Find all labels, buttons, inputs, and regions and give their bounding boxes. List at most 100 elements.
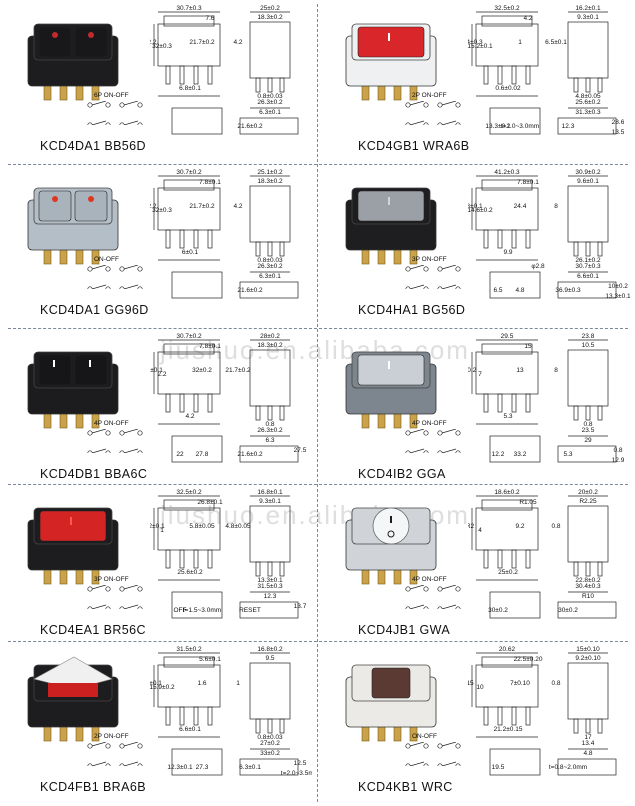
dimension-label: 15 (524, 343, 532, 350)
circuit-symbol (87, 742, 143, 766)
dimension-label: 12.5 (294, 760, 307, 767)
front-view-pin (497, 549, 503, 569)
side-view-pin (267, 241, 273, 257)
dimension-label: 30.4±0.3 (575, 583, 601, 590)
front-view (157, 187, 221, 231)
dimension-label: 26.3±0.2 (257, 99, 283, 106)
side-view (567, 349, 609, 407)
dimension-label: 0.6±0.02 (495, 85, 521, 92)
dimension-label: 31.3±0.3 (575, 109, 601, 116)
side-view-pin (267, 77, 273, 93)
side-view-pin (597, 77, 603, 93)
dimension-label: t=1.5~3.0mm (183, 607, 221, 614)
on-mark (388, 33, 390, 41)
dimension-label: 33.2 (514, 451, 527, 458)
front-view-pin (179, 706, 185, 726)
dimension-label: 31.5±0.2 (176, 646, 202, 653)
technical-drawing: 32.5±0.216.2±0.19.3±0.14.226.4±0.315.2±0… (468, 5, 625, 136)
side-view-pin (255, 561, 261, 577)
model-number: KCD4DA1 GG96D (40, 303, 149, 317)
dimension-label: 7±0.10 (510, 680, 530, 687)
dimension-label: R2.25 (579, 498, 597, 505)
dimension-label: 6.3±0.1 (259, 273, 281, 280)
panel-cutout-side (557, 281, 617, 299)
side-view-pin (255, 77, 261, 93)
panel-cutout (171, 591, 223, 619)
dimension-label: 5.3 (503, 413, 512, 420)
dimension-label: R10 (582, 593, 594, 600)
dimension-label: 9.3±0.1 (259, 498, 281, 505)
dimension-label: OFF (174, 607, 187, 614)
panel-cutout-side (239, 281, 299, 299)
dimension-label: 26.3±0.2 (257, 427, 283, 434)
panel-cutout-side (557, 601, 617, 619)
dimension-label: 8 (554, 203, 558, 210)
panel-cutout-side (557, 117, 617, 135)
dimension-label: 26.3±0.2 (257, 263, 283, 270)
row-divider (8, 164, 628, 165)
side-view-pin (585, 241, 591, 257)
front-view-pin (483, 393, 489, 413)
dimension-label: 0.8±0.03 (257, 93, 283, 100)
rocker (357, 354, 425, 386)
front-view-pin (193, 229, 199, 249)
dimension-label: 25.6±0.2 (575, 99, 601, 106)
dimension-label: 25±0.2 (260, 5, 280, 12)
dimension-label: 20±0.2 (578, 489, 598, 496)
dimension-label: 32±0.3 (152, 43, 172, 50)
product-photo (345, 23, 437, 101)
product-cell: 30.7±0.325±0.218.3±0.27.62.232±0.321.7±0… (0, 0, 318, 164)
panel-cutout (489, 591, 541, 619)
dimension-label: 25.1±0.2 (257, 169, 283, 176)
rocker (39, 510, 107, 542)
dimension-label: 30.7±0.3 (575, 263, 601, 270)
dimension-label: 8 (554, 367, 558, 374)
side-view (249, 21, 291, 79)
dimension-label: 1 (236, 680, 240, 687)
on-mark (89, 360, 91, 367)
product-cell: 30.7±0.225.1±0.218.3±0.27.8±0.12.232±0.3… (0, 164, 318, 328)
dimension-label: 41.2±0.3 (494, 169, 520, 176)
product-cell: 29.523.810.51510.271385.30.823.5295.312.… (318, 328, 635, 484)
side-view (249, 349, 291, 407)
product-photo (27, 187, 119, 265)
technical-drawing: 30.7±0.225.1±0.218.3±0.27.8±0.12.232±0.3… (150, 169, 299, 299)
side-view-pin (573, 241, 579, 257)
dimension-label: 30±0.2 (558, 607, 578, 614)
side-view-pin (267, 405, 273, 421)
on-mark (390, 516, 392, 523)
side-view-pin (597, 241, 603, 257)
panel-cutout (171, 748, 223, 776)
dimension-label: 13 (516, 367, 524, 374)
front-view-top (481, 15, 533, 27)
dimension-label: 12.8±0.1 (468, 203, 483, 210)
dimension-label: 2.2 (150, 203, 157, 210)
dimension-label: 0.8 (551, 523, 560, 530)
dimension-label: 25.6±0.2 (177, 569, 203, 576)
product-photo (345, 351, 437, 429)
front-view-pin (207, 229, 213, 249)
dimension-label: 6.6±0.1 (577, 273, 599, 280)
circuit-label: 4P ON-OFF (94, 420, 129, 427)
dimension-label: RESET (239, 607, 261, 614)
dimension-label: 6.8±0.1 (179, 85, 201, 92)
dimension-label: 32±0.2 (192, 367, 212, 374)
dimension-label: 31.5±0.3 (257, 583, 283, 590)
dimension-label: 6.5 (493, 287, 502, 294)
dimension-label: φ2.8 (531, 263, 545, 270)
rocker-left (38, 354, 72, 386)
dimension-label: 21.6±0.2 (237, 123, 263, 130)
dimension-label: 5.8±0.05 (189, 523, 215, 530)
front-view-pin (193, 65, 199, 85)
dimension-label: 28.6 (612, 119, 625, 126)
dimension-label: 18.3±0.2 (257, 178, 283, 185)
side-view-pin (573, 405, 579, 421)
dimension-label: 1 (160, 527, 164, 534)
dimension-label: 30.9±0.2 (575, 169, 601, 176)
dimension-label: 15.2±0.1 (468, 43, 493, 50)
dimension-label: R2 (468, 523, 475, 530)
front-view-pin (165, 229, 171, 249)
dimension-label: 27.3 (196, 764, 209, 771)
